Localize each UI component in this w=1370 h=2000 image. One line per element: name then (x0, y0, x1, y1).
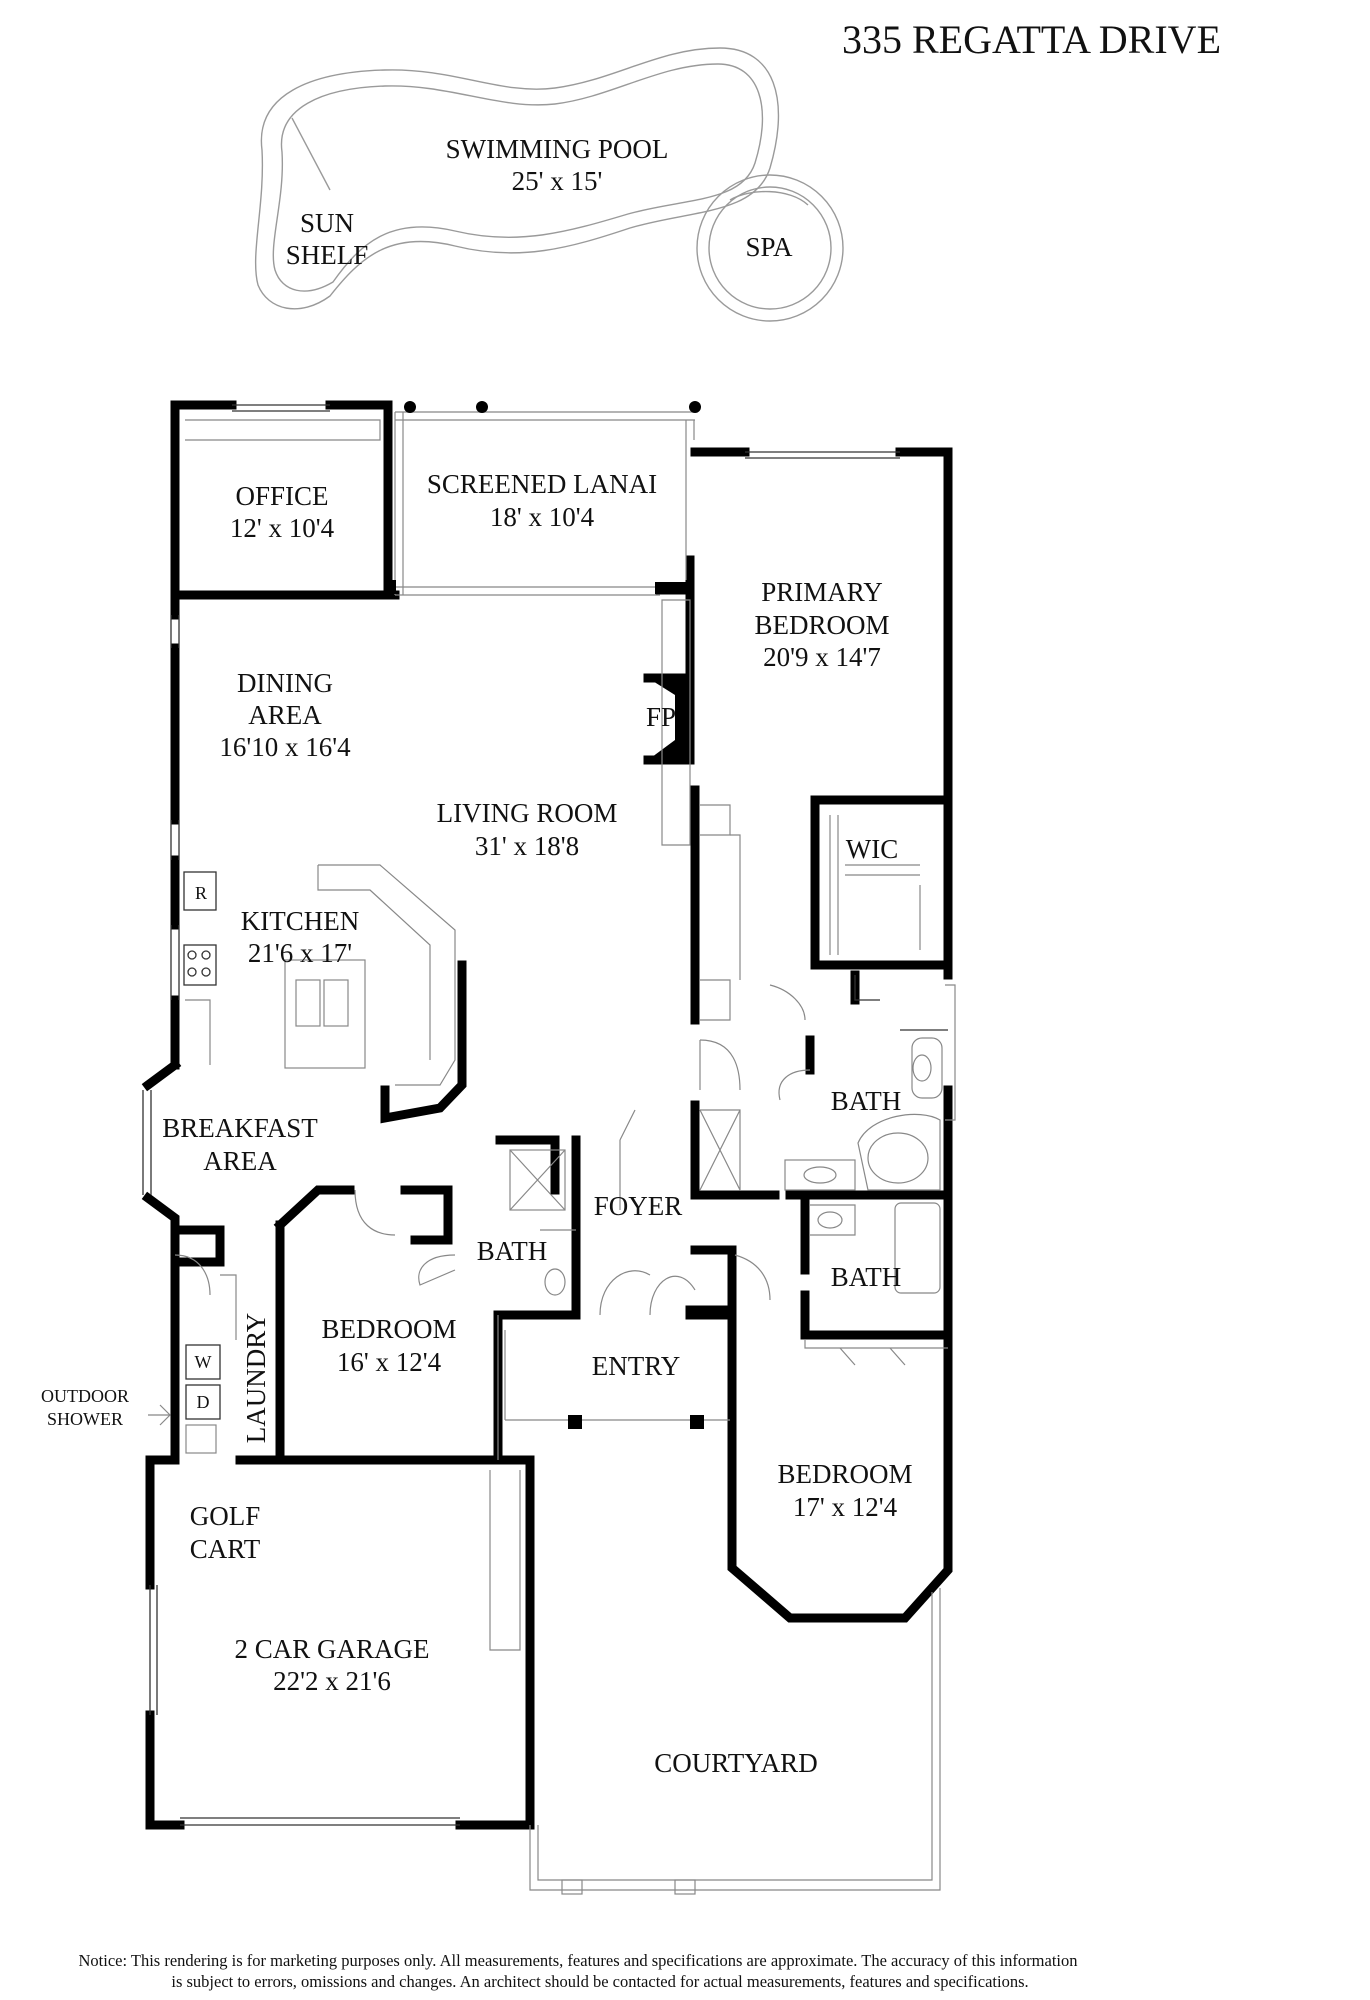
laundry-label: LAUNDRY (241, 1313, 271, 1444)
dining-dims: 16'10 x 16'4 (219, 732, 351, 762)
kitchen-label: KITCHEN (241, 906, 359, 936)
sun-shelf-label-1: SUN (300, 208, 354, 238)
garage-label: 2 CAR GARAGE (234, 1634, 429, 1664)
dining-label-2: AREA (248, 700, 322, 730)
details (142, 401, 956, 1895)
sun-shelf-line (291, 117, 331, 191)
spa-label: SPA (745, 232, 793, 262)
bedroom-3-label: BEDROOM (777, 1459, 912, 1489)
hall-bath-label: BATH (477, 1236, 548, 1266)
breakfast-label-2: AREA (203, 1146, 277, 1176)
refrigerator-label: R (195, 883, 207, 903)
bedroom-2-dims: 16' x 12'4 (337, 1347, 442, 1377)
outdoor-shower-label-1: OUTDOOR (41, 1386, 129, 1406)
office-dims: 12' x 10'4 (230, 513, 335, 543)
outdoor-shower-label-2: SHOWER (47, 1409, 123, 1429)
guest-bath-label: BATH (831, 1262, 902, 1292)
entry-label: ENTRY (592, 1351, 681, 1381)
primary-bath-label: BATH (831, 1086, 902, 1116)
garage-dims: 22'2 x 21'6 (273, 1666, 391, 1696)
pool-area: SWIMMING POOL 25' x 15' SUN SHELF SPA (254, 47, 844, 322)
room-labels: OFFICE 12' x 10'4 SCREENED LANAI 18' x 1… (41, 469, 913, 1778)
office-label: OFFICE (235, 481, 328, 511)
living-room-label: LIVING ROOM (437, 798, 618, 828)
lanai-label: SCREENED LANAI (427, 469, 657, 499)
bedroom-3-dims: 17' x 12'4 (793, 1492, 898, 1522)
pool-dims: 25' x 15' (512, 166, 603, 196)
kitchen-dims: 21'6 x 17' (248, 938, 352, 968)
spa-bench (729, 190, 809, 206)
spa-inner-outline (708, 186, 832, 310)
dryer-label: D (197, 1392, 210, 1412)
foyer-label: FOYER (594, 1191, 683, 1221)
washer-label: W (195, 1352, 212, 1372)
bedroom-2-label: BEDROOM (321, 1314, 456, 1344)
living-room-dims: 31' x 18'8 (475, 831, 579, 861)
breakfast-label-1: BREAKFAST (162, 1113, 318, 1143)
golf-cart-label-1: GOLF (190, 1501, 261, 1531)
wic-label: WIC (846, 834, 898, 864)
notice-line-2: is subject to errors, omissions and chan… (171, 1972, 1028, 1991)
primary-bedroom-label-2: BEDROOM (754, 610, 889, 640)
dining-label-1: DINING (237, 668, 333, 698)
pool-inner-outline (272, 63, 764, 292)
notice-line-1: Notice: This rendering is for marketing … (78, 1951, 1077, 1970)
primary-bedroom-label-1: PRIMARY (761, 577, 883, 607)
golf-cart-label-2: CART (190, 1534, 261, 1564)
primary-bedroom-dims: 20'9 x 14'7 (763, 642, 881, 672)
lanai-dims: 18' x 10'4 (490, 502, 595, 532)
fireplace-label: FP (646, 702, 676, 732)
sun-shelf-label-2: SHELF (286, 240, 369, 270)
pool-label: SWIMMING POOL (446, 134, 669, 164)
spa-outline (696, 174, 844, 322)
pool-outline (254, 47, 780, 310)
property-title: 335 REGATTA DRIVE (842, 17, 1221, 62)
courtyard-label: COURTYARD (654, 1748, 817, 1778)
